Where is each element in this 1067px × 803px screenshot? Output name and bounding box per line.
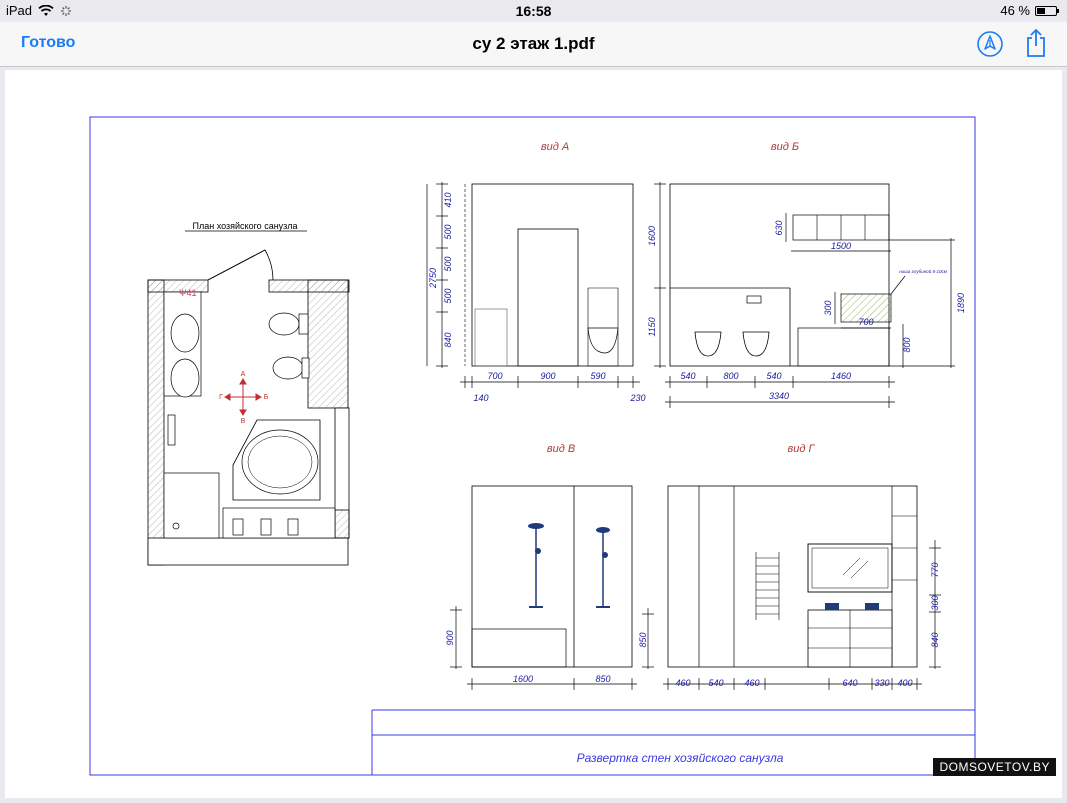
- svg-text:3340: 3340: [769, 391, 789, 401]
- svg-text:Б: Б: [264, 394, 269, 401]
- drawing-frame: [89, 116, 976, 776]
- status-bar: iPad 16:58 46 %: [0, 0, 1067, 22]
- done-button[interactable]: Готово: [21, 34, 76, 51]
- svg-text:140: 140: [473, 393, 488, 403]
- view-a: вид А 410 500 500 500 840 2750 700 900 5…: [426, 141, 646, 403]
- svg-text:770: 770: [930, 562, 940, 577]
- svg-text:1890: 1890: [956, 293, 966, 313]
- svg-text:вид Б: вид Б: [771, 141, 799, 153]
- view-b: вид Б 1600 1150 630 1500 ниша глубиной 8…: [647, 141, 966, 408]
- svg-text:700: 700: [858, 317, 873, 327]
- markup-button[interactable]: [976, 30, 1004, 63]
- svg-text:540: 540: [680, 371, 695, 381]
- svg-text:900: 900: [445, 630, 455, 645]
- shower-right-icon: [596, 527, 610, 608]
- svg-text:Г: Г: [219, 394, 223, 401]
- watermark: DOMSOVETOV.BY: [933, 758, 1056, 776]
- svg-text:400: 400: [897, 678, 912, 688]
- svg-text:1600: 1600: [647, 226, 657, 246]
- svg-text:900: 900: [540, 371, 555, 381]
- svg-text:А: А: [241, 371, 246, 378]
- svg-text:2750: 2750: [428, 268, 438, 289]
- svg-text:540: 540: [708, 678, 723, 688]
- svg-text:590: 590: [590, 371, 605, 381]
- svg-text:вид В: вид В: [547, 443, 575, 455]
- svg-text:В: В: [241, 418, 246, 425]
- svg-text:850: 850: [638, 632, 648, 647]
- navigation-bar: Готово су 2 этаж 1.pdf: [0, 22, 1067, 67]
- bathroom-plan: План хозяйского санузла Ψ41: [147, 221, 350, 566]
- plan-title: План хозяйского санузла: [193, 221, 298, 231]
- svg-text:800: 800: [723, 371, 738, 381]
- drawing-caption: Развертка стен хозяйского санузла: [577, 751, 784, 765]
- battery-icon: [1035, 5, 1059, 16]
- title-block: [371, 709, 975, 775]
- svg-text:850: 850: [595, 674, 610, 684]
- svg-text:300: 300: [930, 595, 940, 610]
- svg-text:460: 460: [744, 678, 759, 688]
- view-g: вид Г 770 300 840 460 540 460: [663, 443, 941, 690]
- svg-text:840: 840: [443, 332, 453, 347]
- clock: 16:58: [515, 3, 552, 19]
- svg-text:Ψ41: Ψ41: [179, 288, 197, 298]
- wifi-icon: [38, 4, 54, 16]
- svg-text:840: 840: [930, 632, 940, 647]
- markup-pen-icon: [977, 31, 1003, 57]
- svg-text:ниша глубиной 8-10см: ниша глубиной 8-10см: [899, 268, 947, 274]
- svg-text:500: 500: [443, 288, 453, 303]
- svg-text:540: 540: [766, 371, 781, 381]
- svg-text:700: 700: [487, 371, 502, 381]
- svg-text:330: 330: [874, 678, 889, 688]
- document-title: су 2 этаж 1.pdf: [472, 34, 595, 53]
- svg-text:230: 230: [629, 393, 645, 403]
- svg-text:500: 500: [443, 224, 453, 239]
- floor-plan-drawing: Развертка стен хозяйского санузла План х…: [89, 116, 976, 776]
- svg-text:500: 500: [443, 256, 453, 271]
- svg-text:460: 460: [675, 678, 690, 688]
- share-button[interactable]: [1024, 28, 1048, 63]
- svg-text:1500: 1500: [831, 241, 851, 251]
- svg-text:300: 300: [823, 300, 833, 315]
- pdf-page[interactable]: Развертка стен хозяйского санузла План х…: [5, 70, 1062, 798]
- svg-text:1460: 1460: [831, 371, 851, 381]
- battery-percent: 46 %: [1000, 3, 1030, 18]
- view-v: вид В 900 850 1600 850: [445, 443, 654, 690]
- svg-text:800: 800: [902, 337, 912, 352]
- share-icon: [1027, 28, 1045, 57]
- svg-text:вид А: вид А: [541, 141, 569, 153]
- svg-text:410: 410: [443, 192, 453, 207]
- svg-text:вид Г: вид Г: [788, 443, 816, 455]
- svg-text:1600: 1600: [513, 674, 533, 684]
- svg-text:1150: 1150: [647, 317, 657, 336]
- compass-icon: [224, 378, 262, 416]
- svg-text:640: 640: [842, 678, 857, 688]
- device-name: iPad: [6, 3, 33, 18]
- shower-left-icon: [528, 523, 544, 608]
- svg-text:630: 630: [774, 220, 784, 235]
- activity-spinner-icon: [61, 5, 72, 16]
